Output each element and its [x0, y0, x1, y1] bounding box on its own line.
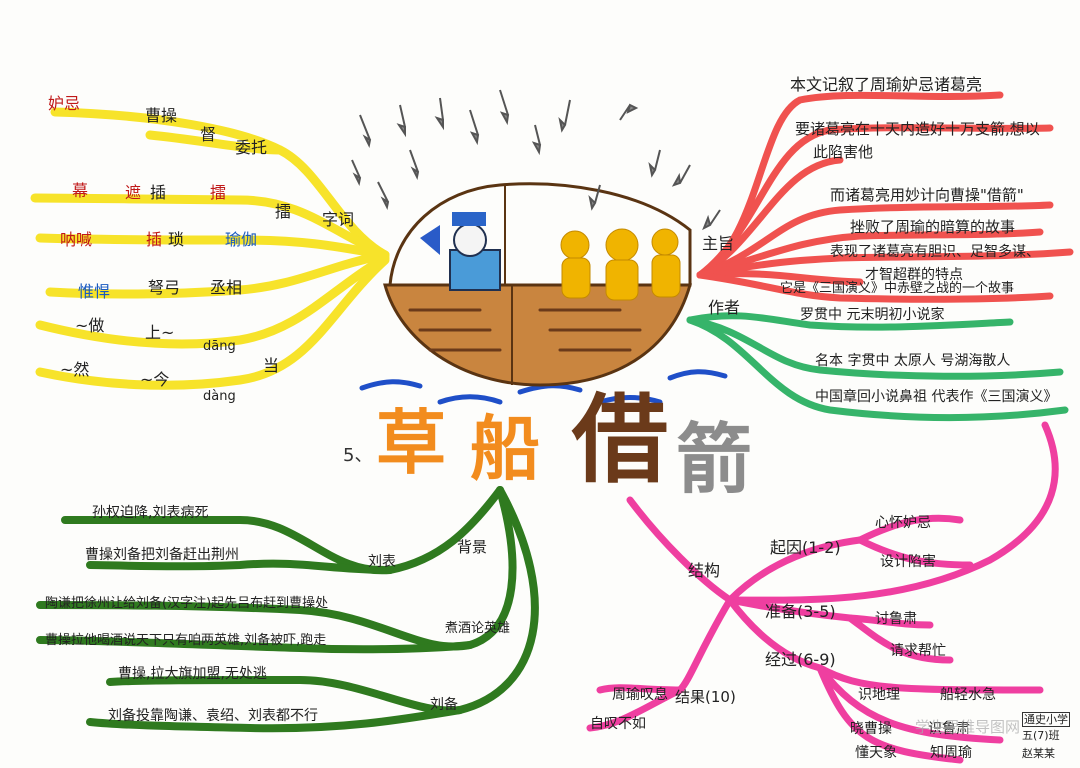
red-line: 才智超群的特点: [865, 267, 963, 283]
yellow-word: ~今: [140, 370, 170, 389]
arrows: [351, 89, 721, 231]
water-waves: [359, 369, 728, 405]
stamp-line: 通史小学: [1022, 712, 1070, 727]
yellow-word: 曹操: [145, 106, 178, 125]
dark-green-sub: 曹操刘备把刘备赶出荆州: [85, 547, 239, 563]
red-line: 表现了诸葛亮有胆识、足智多谋、: [830, 244, 1040, 260]
yellow-word: ~做: [75, 316, 105, 335]
title-number: 5、: [343, 445, 373, 466]
dark-green-sub: 孙权迫降,刘表病死: [92, 505, 209, 521]
red-line: 本文记叙了周瑜妒忌诸葛亮: [790, 75, 983, 94]
yellow-pinyin-root: 当: [263, 356, 280, 375]
straw-figures: [560, 228, 681, 301]
pink-node: 准备(3-5): [765, 602, 836, 621]
pink-node: 起因(1-2): [770, 538, 841, 557]
pink-sub: 晓曹操: [850, 721, 892, 737]
title-char-4: 箭: [676, 415, 752, 504]
red-line: 它是《三国演义》中赤壁之战的一个故事: [780, 281, 1015, 296]
yellow-word: 幕: [72, 181, 89, 200]
yellow-word: 擂: [275, 202, 292, 221]
red-line: 要诸葛亮在十天内造好十万支箭,想以: [795, 120, 1040, 138]
title-char-2: 船: [470, 407, 540, 490]
red-line: 而诸葛亮用妙计向曹操"借箭": [830, 186, 1024, 204]
pink-node: 结果(10): [675, 688, 736, 706]
green-line: 中国章回小说鼻祖 代表作《三国演义》: [815, 389, 1058, 405]
dark-green-sub: 曹操拉他喝酒说天下只有咱两英雄,刘备被吓,跑走: [45, 633, 327, 648]
stamp-line: 赵某某: [1022, 747, 1055, 760]
title-char-1: 草: [376, 401, 446, 484]
pink-sub: 心怀妒忌: [875, 515, 931, 531]
green-line: 名本 字贯中 太原人 号湖海散人: [815, 353, 1011, 369]
zhuge-liang-figure: [420, 212, 501, 291]
yellow-word: 弩弓: [148, 278, 181, 297]
pink-sub: 识地理: [858, 687, 900, 703]
stamp-line: 五(7)班: [1022, 729, 1060, 742]
yellow-word: 呐喊: [60, 230, 93, 249]
dark-green-sub: 刘备投靠陶谦、袁绍、刘表都不行: [108, 708, 318, 724]
pink-sub: 设计陷害: [880, 554, 936, 570]
boat-illustration: [383, 182, 692, 387]
red-root-label: 主旨: [702, 234, 735, 253]
red-line: 挫败了周瑜的暗算的故事: [850, 218, 1016, 236]
pink-sub: 自叹不如: [590, 716, 646, 732]
yellow-branch-lines: [30, 107, 390, 390]
yellow-word: 插: [146, 230, 163, 249]
green-branch-lines: [686, 312, 1069, 421]
yellow-word: 妒忌: [48, 94, 81, 113]
green-line: 罗贯中 元末明初小说家: [800, 307, 945, 323]
yellow-word: 委托: [235, 138, 268, 157]
dark-green-node: 煮酒论英雄: [445, 621, 511, 636]
pink-branch-lines: [586, 421, 1059, 764]
dark-green-node: 刘备: [430, 697, 458, 713]
yellow-word: 插: [150, 183, 167, 202]
pink-node: 经过(6-9): [765, 650, 836, 669]
yellow-word: 惟悍: [78, 282, 111, 301]
yellow-word: 督: [200, 125, 217, 144]
yellow-word: 琐: [168, 230, 185, 249]
pink-sub: 懂天象: [855, 745, 897, 761]
pink-sub: 识鲁肃: [928, 721, 970, 737]
yellow-word: 遮: [125, 183, 142, 202]
green-root-label: 作者: [708, 298, 741, 317]
pink-root-label: 结构: [688, 561, 721, 580]
yellow-word: 上~: [145, 323, 175, 342]
yellow-root-label: 字词: [322, 210, 355, 229]
pink-sub: 请求帮忙: [890, 643, 946, 659]
dark-green-branch-lines: [36, 486, 539, 733]
pink-sub: 船轻水急: [940, 687, 996, 703]
pink-sub: 周瑜叹息: [612, 687, 668, 703]
dark-green-node: 刘表: [368, 554, 396, 570]
dark-green-sub: 曹操,拉大旗加盟,无处逃: [118, 666, 267, 682]
red-branch-lines: [696, 91, 1074, 303]
yellow-word: 擂: [210, 183, 227, 202]
title-char-3: 借: [572, 383, 668, 496]
pink-sub: 讨鲁肃: [875, 611, 917, 627]
watermark: 学生思维导图网: [915, 718, 1021, 736]
yellow-pinyin: dāng: [203, 339, 236, 354]
dark-green-root-label: 背景: [457, 538, 488, 556]
yellow-word: ~然: [60, 360, 90, 379]
pink-sub: 知周瑜: [930, 745, 972, 761]
yellow-word: 丞相: [210, 278, 243, 297]
red-line: 此陷害他: [813, 143, 874, 161]
yellow-word: 瑜伽: [225, 230, 258, 249]
dark-green-sub: 陶谦把徐州让给刘备(汉字注)起先吕布赶到曹操处: [45, 596, 329, 611]
yellow-pinyin: dàng: [203, 389, 236, 404]
